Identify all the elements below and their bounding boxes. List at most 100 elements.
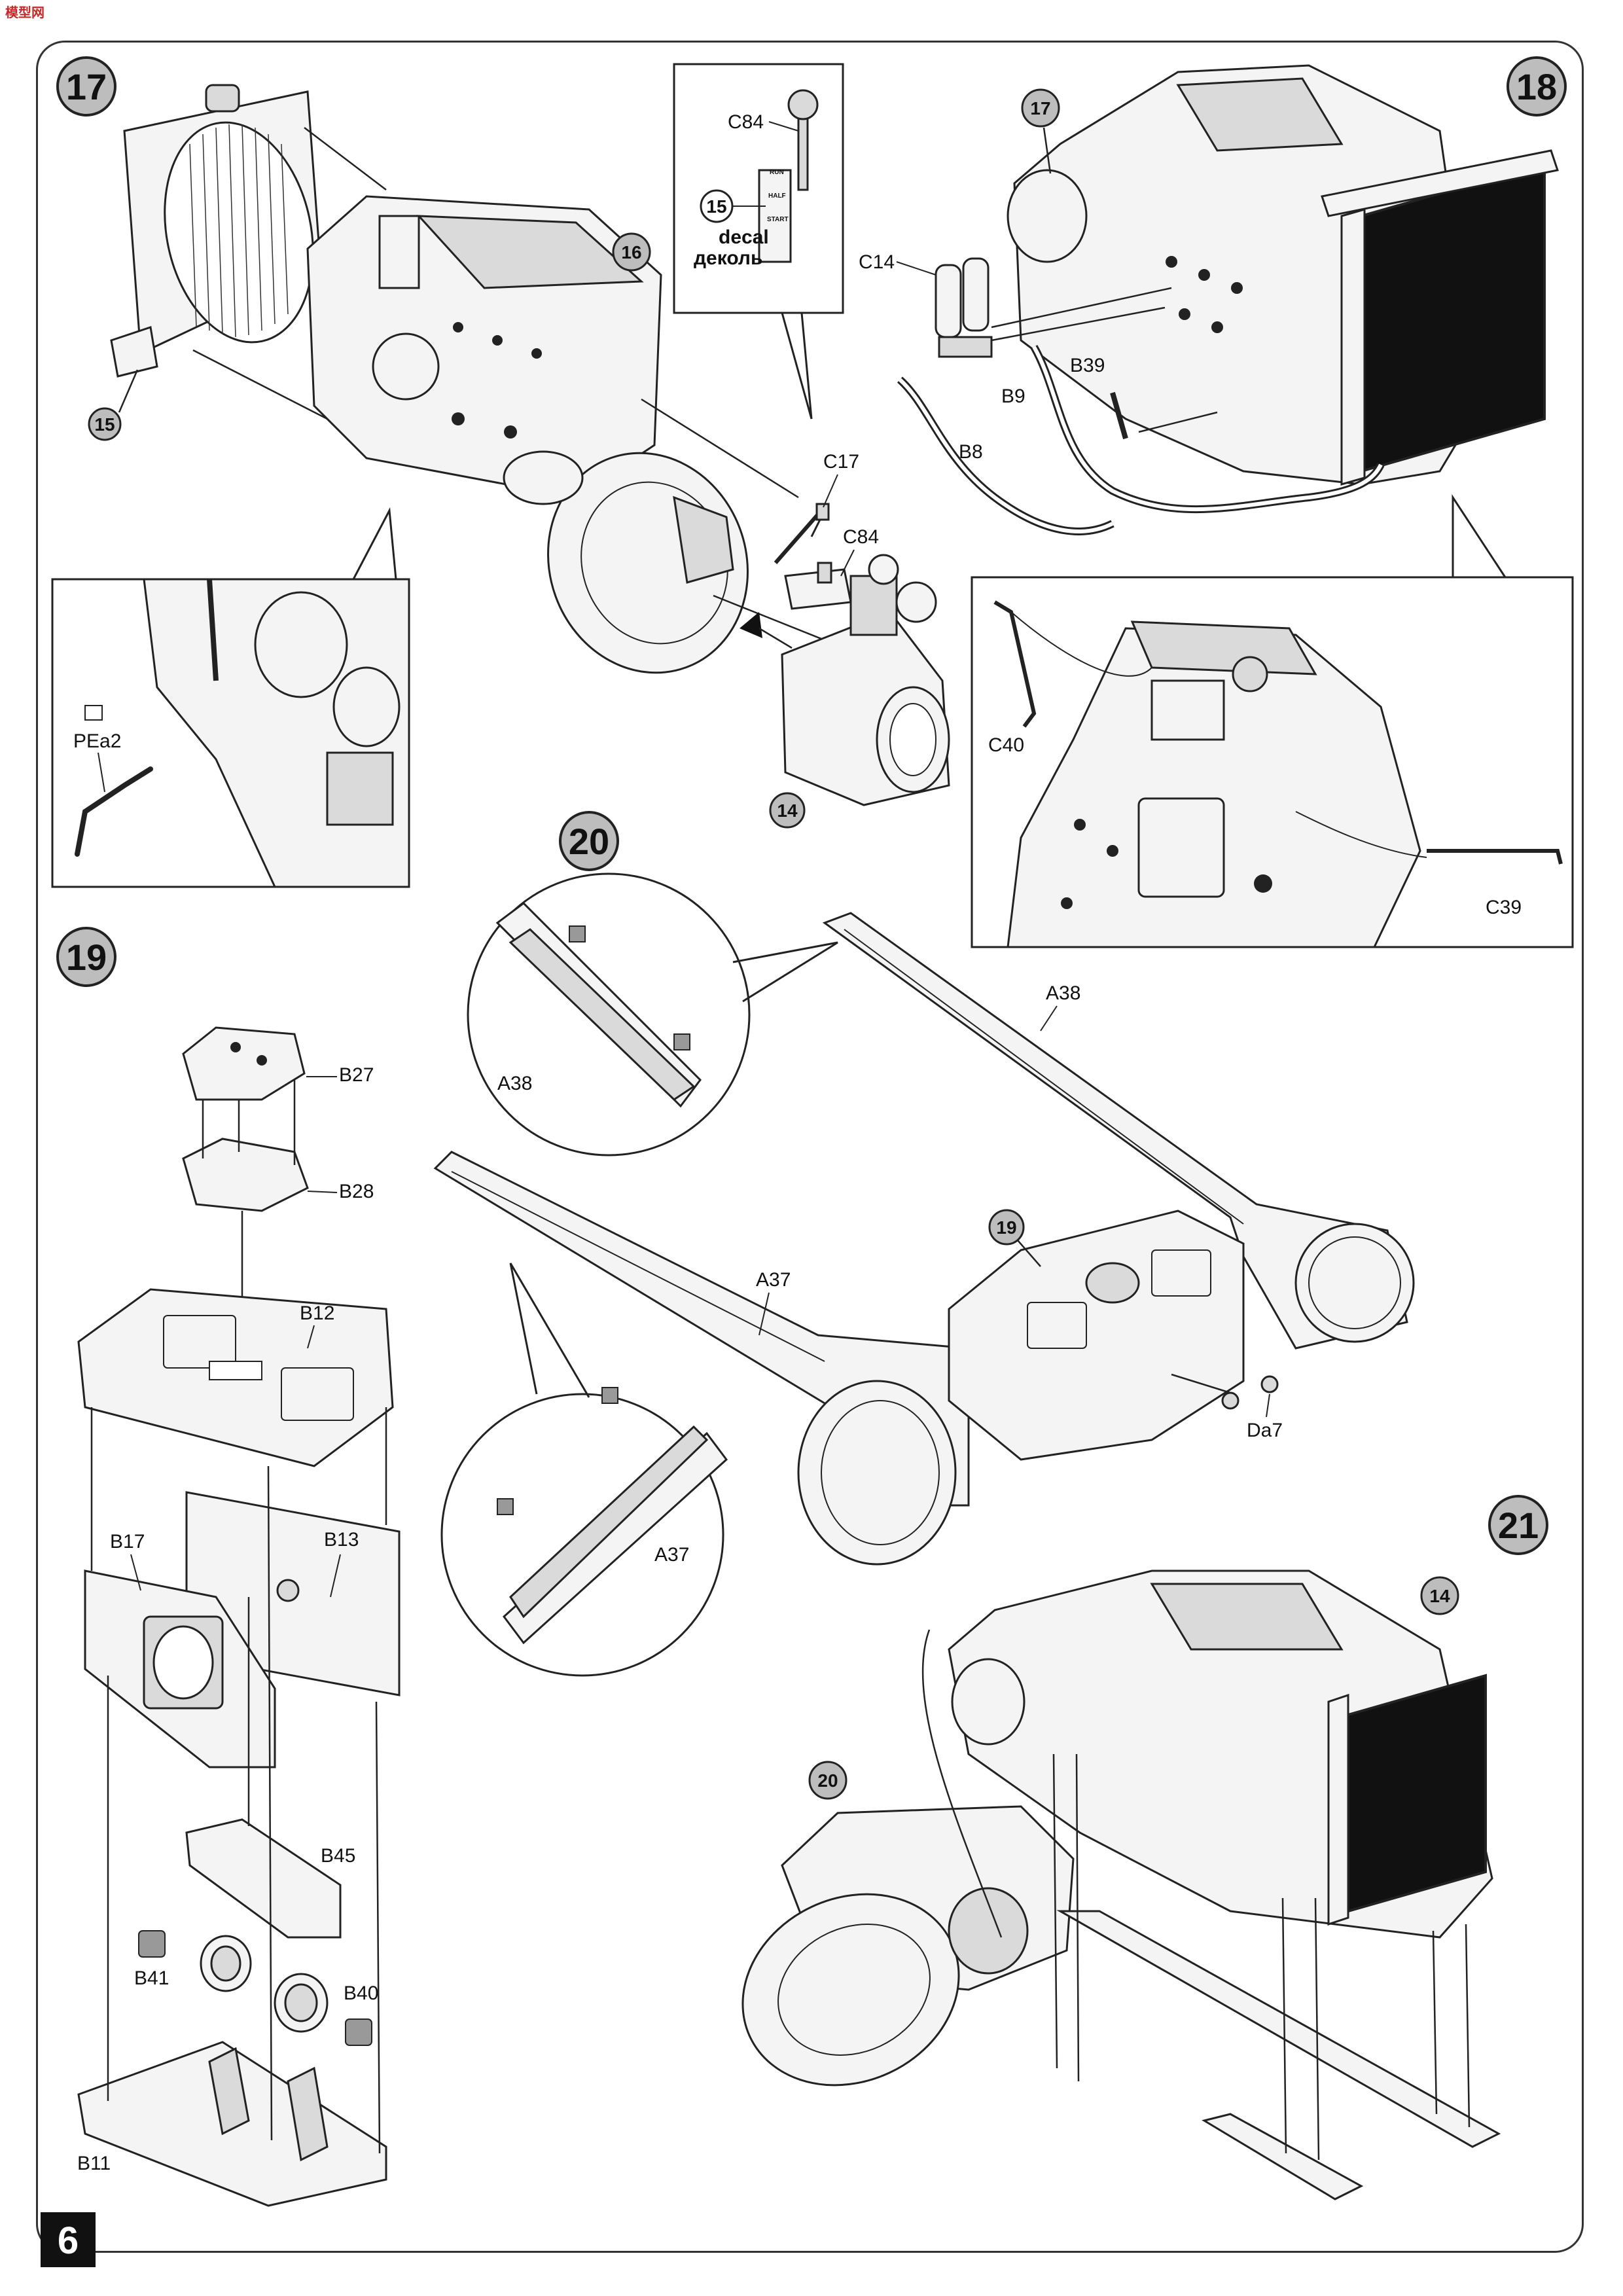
part-b39: [1110, 391, 1128, 440]
part-b11: [77, 2041, 387, 2207]
label-c39: C39: [1486, 897, 1522, 918]
step-20-sub-19: 19: [996, 1217, 1016, 1238]
glue-icon: [673, 1033, 690, 1050]
step-18-badge: [1507, 56, 1567, 117]
detail-inset-c39-c40: [971, 493, 1574, 948]
part-b17: [84, 1570, 276, 1768]
part-b28: [182, 1138, 309, 1212]
detail-circle-a38: [467, 872, 838, 1157]
step-18-sub-17: 17: [1030, 98, 1050, 118]
label-c40: C40: [988, 734, 1024, 756]
label-b45: B45: [321, 1845, 355, 1867]
decal-ref-number: 15: [706, 196, 726, 217]
step-18: 18 17 C14: [859, 56, 1574, 948]
step-19-number: 19: [66, 937, 107, 978]
rail-a38: [822, 912, 1415, 1350]
step-17-sub-15: 15: [94, 414, 115, 435]
engine-assembly-17: [1007, 64, 1559, 486]
pipe-b8: [897, 376, 1115, 535]
part-c14: [935, 257, 993, 358]
step-20: 20 A38 A37: [433, 811, 1415, 1677]
step-17: 17 15: [51, 56, 950, 888]
page-frame: [36, 41, 1584, 2253]
part-b40: [274, 1973, 372, 2046]
remove-part-icon: [138, 1930, 166, 1958]
step-21-sub-14-badge: [1420, 1576, 1459, 1615]
decal-text-ru: деколь: [694, 247, 762, 269]
step-17-badge: [56, 56, 116, 117]
step-19: 19 B27 B28: [56, 927, 401, 2207]
engine-part-16: [306, 195, 749, 674]
part-da7-nut: [1260, 1375, 1279, 1393]
part-b27: [182, 1026, 306, 1101]
step-21-sub-14: 14: [1429, 1586, 1450, 1606]
radiator-part-15: [110, 84, 322, 378]
label-c84-top: C84: [728, 111, 764, 133]
glue-icon: [601, 1387, 618, 1404]
part-b41: [138, 1930, 252, 1992]
engine-assembly-14: [948, 1570, 1493, 1939]
step-17-sub-15-badge: [88, 407, 122, 441]
brand-logo: 模型网: [3, 3, 45, 21]
lever-mark-half: HALF: [768, 192, 786, 200]
label-b39: B39: [1070, 355, 1105, 376]
pipe-b9: [1030, 345, 1385, 514]
step-20-badge: [559, 811, 619, 871]
step-17-number: 17: [66, 66, 107, 107]
label-b8: B8: [959, 441, 983, 463]
brand-logo-text: 模型网: [5, 5, 45, 20]
frame-assembly-20: [741, 1805, 1501, 2200]
label-da7: Da7: [1247, 1420, 1283, 1441]
step-17-sub-16: 16: [621, 242, 641, 262]
step-18-sub-17-badge: [1021, 88, 1060, 128]
label-a37: A37: [756, 1269, 791, 1291]
step-20-sub-19-badge: [988, 1209, 1025, 1246]
label-a38: A38: [1046, 982, 1080, 1004]
detail-circle-a37: [440, 1263, 728, 1677]
label-b13: B13: [324, 1529, 359, 1551]
label-b12: B12: [300, 1302, 334, 1324]
label-pea2: PEa2: [73, 730, 121, 752]
label-b11: B11: [77, 2153, 111, 2174]
step-21-sub-20-badge: [808, 1761, 847, 1800]
sub-assembly-19: [948, 1210, 1245, 1461]
label-b27: B27: [339, 1064, 374, 1086]
step-17-sub-16-badge: [612, 232, 651, 272]
decal-ref-badge: [700, 189, 734, 223]
label-b17: B17: [110, 1531, 145, 1552]
glue-icon: [569, 925, 586, 942]
label-b40: B40: [344, 1982, 378, 2004]
remove-part-icon: [345, 2018, 372, 2046]
label-a37-detail: A37: [654, 1544, 689, 1566]
detail-inset-pea2: PEa2: [51, 507, 410, 888]
label-c84: C84: [843, 526, 879, 548]
label-b28: B28: [339, 1181, 374, 1202]
label-b41: B41: [134, 1967, 169, 1989]
rail-a37: [433, 1151, 970, 1566]
glue-icon: [497, 1498, 514, 1515]
lever-mark-start: START: [767, 216, 789, 223]
gearbox-part-14: [781, 554, 950, 806]
step-17-sub-14: 14: [777, 800, 798, 821]
part-c17: [774, 503, 830, 564]
step-18-number: 18: [1516, 66, 1557, 107]
decal-callout-box: RUN HALF START C84 15 decal деколь: [673, 63, 844, 420]
label-b9: B9: [1001, 386, 1026, 407]
label-c14: C14: [859, 251, 895, 273]
step-19-badge: [56, 927, 116, 987]
part-da7-nut: [1221, 1391, 1240, 1410]
label-c17: C17: [823, 451, 859, 473]
step-21-badge: [1488, 1495, 1548, 1555]
step-21-number: 21: [1498, 1505, 1539, 1546]
decal-text: decal: [719, 226, 769, 248]
photo-etch-icon: [84, 705, 103, 721]
step-17-sub-14-badge: [769, 792, 806, 829]
part-c84: [784, 562, 852, 610]
step-21-sub-20: 20: [817, 1770, 838, 1791]
page-number-block: 6: [41, 2212, 96, 2267]
lever-mark-run: RUN: [770, 169, 784, 176]
step-21: 21 14 20: [741, 1495, 1548, 2200]
part-b45: [185, 1818, 342, 1939]
